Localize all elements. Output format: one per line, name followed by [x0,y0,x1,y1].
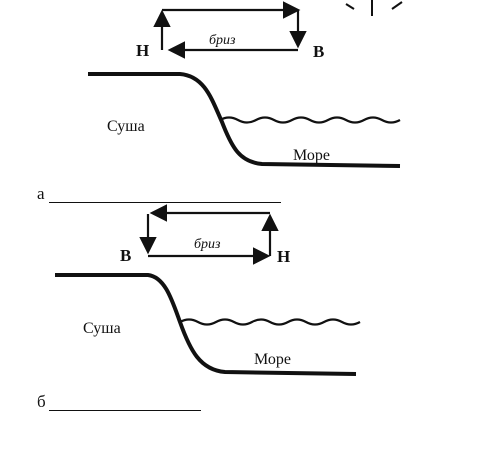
answer-line-b[interactable] [49,410,201,411]
sea-surface-b [179,318,361,326]
sea-label-b: Море [254,351,291,368]
answer-line-a[interactable] [49,202,281,203]
diagram-a: Н В бриз Суша Море [88,0,403,168]
circulation-arrows-b [139,204,279,265]
answer-prefix-b: б [37,392,46,411]
sea-label-a: Море [293,147,330,164]
answer-prefix-a: а [37,184,45,203]
pressure-label-right-a: В [313,42,324,61]
breeze-label-a: бриз [209,33,236,48]
sun-icon [345,0,403,16]
breeze-label-b: бриз [194,237,221,252]
pressure-label-left-a: Н [136,41,149,60]
pressure-label-left-b: В [120,246,131,265]
circulation-arrows-a [153,1,307,59]
land-label-b: Суша [83,320,121,337]
diagram-b: В Н бриз Суша Море [55,204,361,376]
land-label-a: Суша [107,118,145,135]
land-profile-a [88,72,401,168]
pressure-label-right-b: Н [277,247,290,266]
sea-surface-a [219,116,401,124]
